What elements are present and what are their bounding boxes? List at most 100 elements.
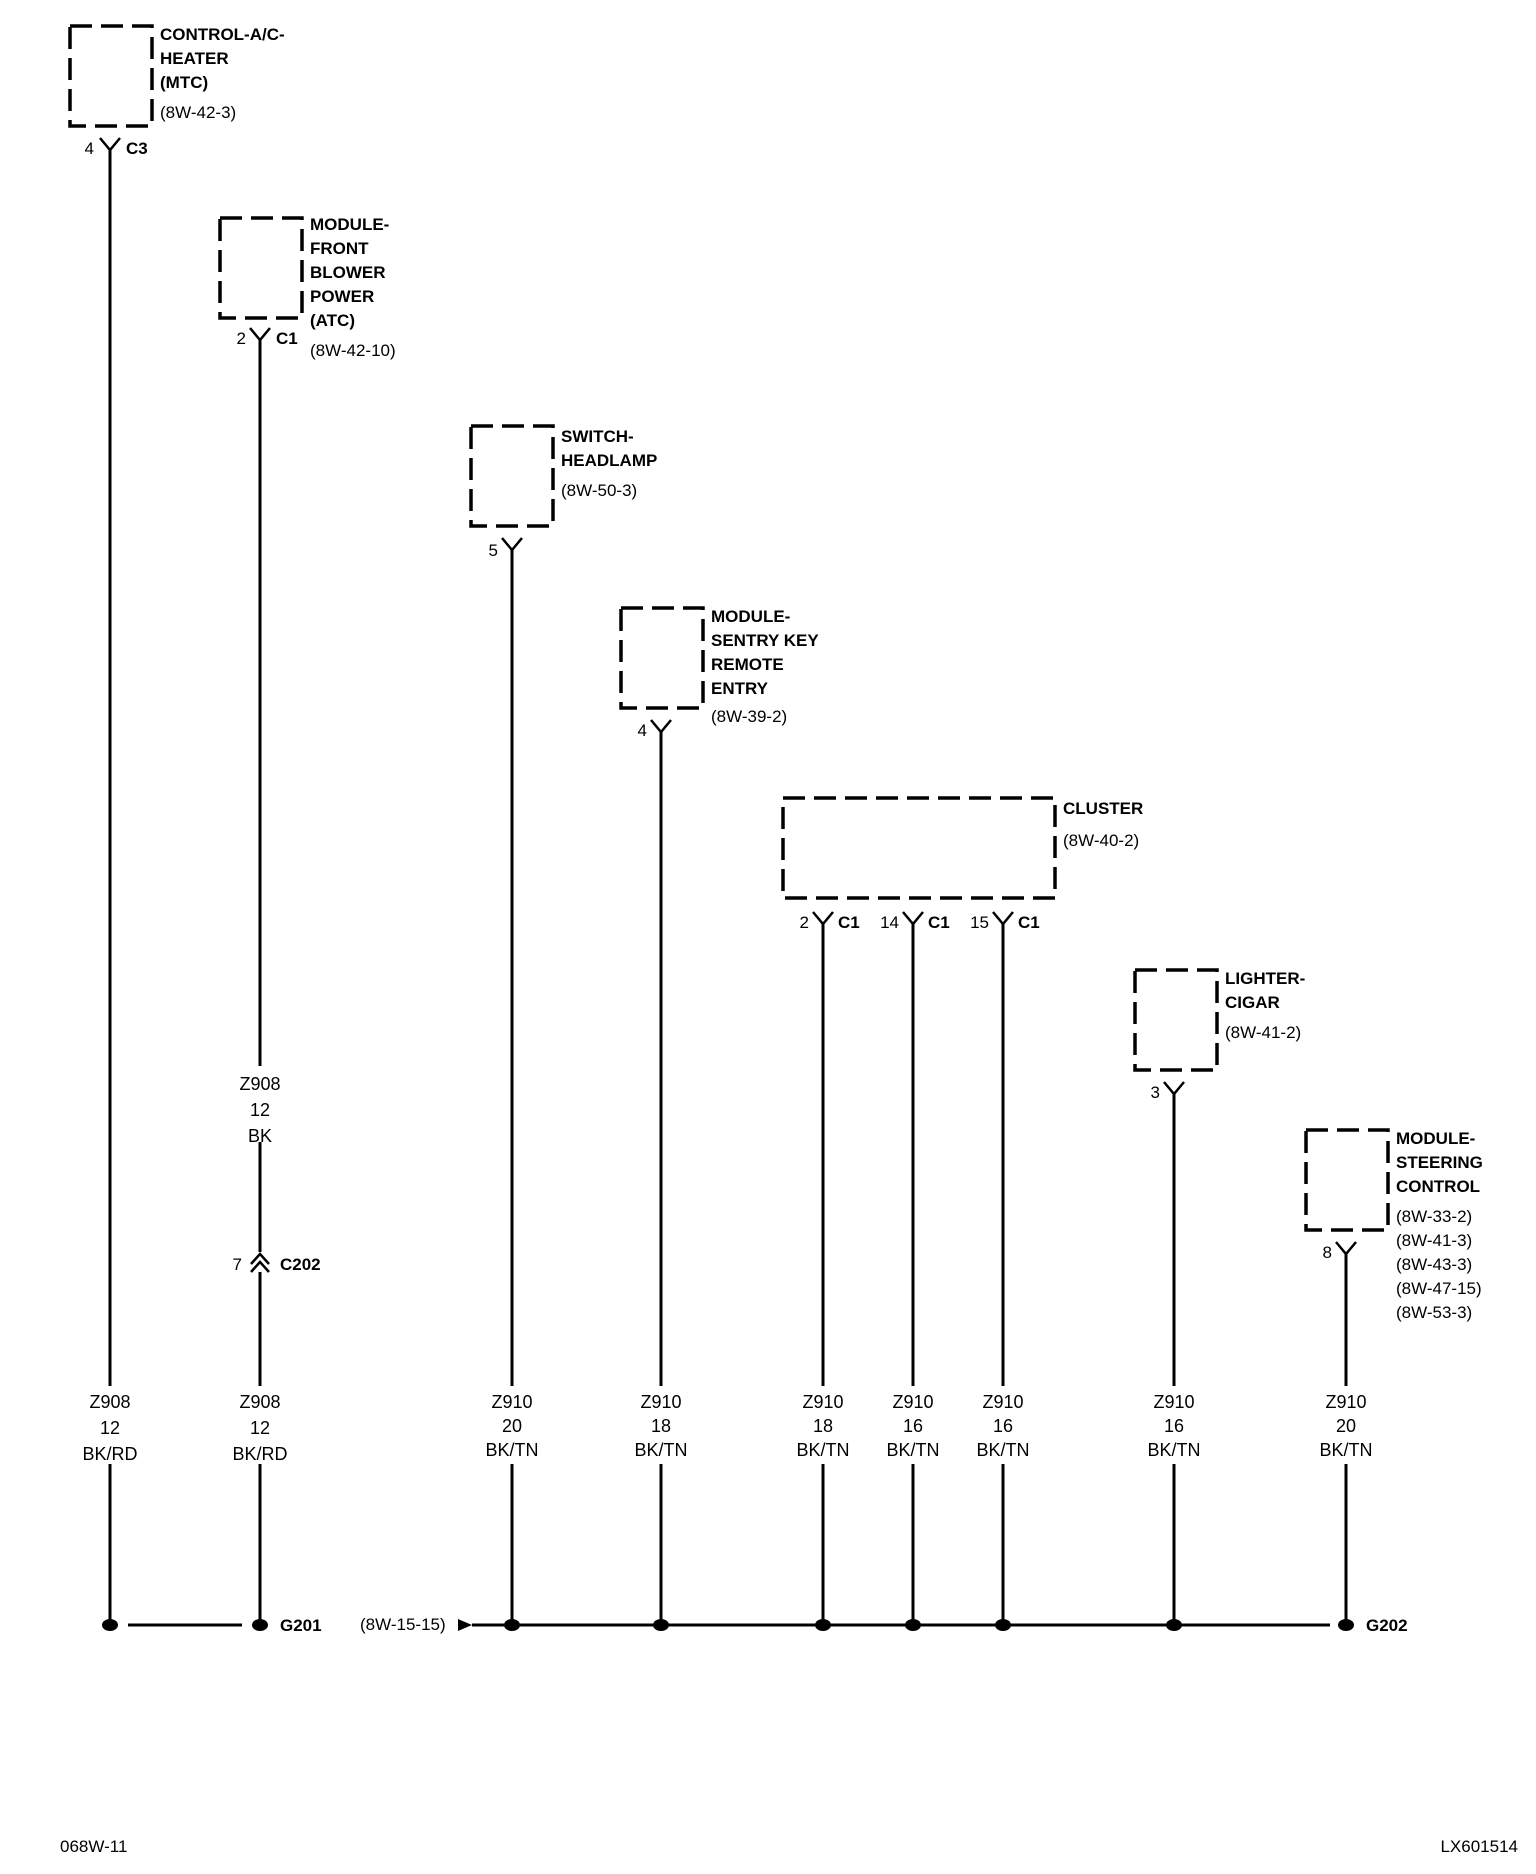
component-label: SENTRY KEY	[711, 631, 819, 650]
inline-connector-c202[interactable]: 7 C202	[233, 1252, 321, 1274]
connector-name: C1	[1018, 913, 1040, 932]
wire-color: BK/RD	[232, 1444, 287, 1464]
component-label: STEERING	[1396, 1153, 1483, 1172]
component-cluster[interactable]: CLUSTER (8W-40-2)	[781, 796, 1143, 900]
pin-number: 7	[233, 1255, 242, 1274]
ground-label-g202: G202	[1366, 1616, 1408, 1635]
wire-gauge: 12	[250, 1418, 270, 1438]
wire-color: BK/TN	[485, 1440, 538, 1460]
splice-dot	[815, 1619, 831, 1631]
wire-color: BK	[248, 1126, 272, 1146]
component-box	[218, 216, 304, 320]
component-label: MODULE-	[711, 607, 790, 626]
wire-circuit: Z908	[239, 1074, 280, 1094]
wire-gauge: 18	[813, 1416, 833, 1436]
splice-dot	[653, 1619, 669, 1631]
wire-circuit: Z910	[802, 1392, 843, 1412]
wire-circuit: Z910	[1325, 1392, 1366, 1412]
footer-figure-id: LX601514	[1440, 1837, 1518, 1856]
wire-color: BK/TN	[1147, 1440, 1200, 1460]
ground-reference[interactable]: (8W-15-15)	[360, 1615, 446, 1634]
connector-name: C202	[280, 1255, 321, 1274]
component-box	[469, 424, 555, 528]
component-lighter-cigar[interactable]: LIGHTER- CIGAR (8W-41-2)	[1133, 968, 1305, 1072]
component-label: LIGHTER-	[1225, 969, 1305, 988]
component-ref: (8W-47-15)	[1396, 1279, 1482, 1298]
pin-number: 14	[880, 913, 899, 932]
component-label: BLOWER	[310, 263, 386, 282]
wire-color: BK/RD	[82, 1444, 137, 1464]
pin-number: 15	[970, 913, 989, 932]
component-label: CONTROL	[1396, 1177, 1480, 1196]
connector-name: C1	[928, 913, 950, 932]
wire-gauge: 20	[502, 1416, 522, 1436]
pin-number: 4	[85, 139, 94, 158]
component-label: MODULE-	[1396, 1129, 1475, 1148]
component-switch-headlamp[interactable]: SWITCH- HEADLAMP (8W-50-3)	[469, 424, 657, 528]
component-ref: (8W-42-10)	[310, 341, 396, 360]
splice-dot	[1338, 1619, 1354, 1631]
connector-pin-symbol	[501, 537, 523, 552]
connector-pin-symbol	[902, 911, 924, 926]
splice-dot	[1166, 1619, 1182, 1631]
wire-color: BK/TN	[886, 1440, 939, 1460]
inline-connector-symbol	[250, 1260, 270, 1273]
component-ref: (8W-41-2)	[1225, 1023, 1301, 1042]
component-label: CIGAR	[1225, 993, 1280, 1012]
component-module-sentry-key-remote-entry[interactable]: MODULE- SENTRY KEY REMOTE ENTRY (8W-39-2…	[619, 606, 819, 726]
wire-circuit: Z910	[892, 1392, 933, 1412]
connector-pin-symbol	[249, 327, 271, 342]
component-ref: (8W-50-3)	[561, 481, 637, 500]
component-label: SWITCH-	[561, 427, 634, 446]
wire-gauge: 16	[993, 1416, 1013, 1436]
connector-pin-symbol	[1335, 1241, 1357, 1256]
component-ref: (8W-40-2)	[1063, 831, 1139, 850]
arrow-right-icon	[458, 1619, 472, 1631]
component-ref: (8W-39-2)	[711, 707, 787, 726]
wire-gauge: 16	[903, 1416, 923, 1436]
connector-pin-symbol	[1163, 1081, 1185, 1096]
component-label: CONTROL-A/C-	[160, 25, 285, 44]
pin-number: 4	[638, 721, 647, 740]
component-module-steering-control[interactable]: MODULE- STEERING CONTROL (8W-33-2) (8W-4…	[1304, 1128, 1483, 1322]
component-control-ac-heater[interactable]: CONTROL-A/C- HEATER (MTC) (8W-42-3)	[68, 24, 285, 128]
inline-connector-symbol	[250, 1252, 270, 1265]
pin-number: 2	[800, 913, 809, 932]
component-ref: (8W-42-3)	[160, 103, 236, 122]
component-label: HEATER	[160, 49, 229, 68]
component-module-front-blower-power[interactable]: MODULE- FRONT BLOWER POWER (ATC) (8W-42-…	[218, 215, 396, 360]
wire-circuit: Z910	[491, 1392, 532, 1412]
pin-number: 3	[1151, 1083, 1160, 1102]
wire-circuit: Z910	[982, 1392, 1023, 1412]
component-label: MODULE-	[310, 215, 389, 234]
component-ref: (8W-43-3)	[1396, 1255, 1472, 1274]
component-box	[781, 796, 1057, 900]
pin-number: 5	[489, 541, 498, 560]
component-box	[1133, 968, 1219, 1072]
splice-dot	[252, 1619, 268, 1631]
component-ref: (8W-33-2)	[1396, 1207, 1472, 1226]
component-ref: (8W-53-3)	[1396, 1303, 1472, 1322]
wire-gauge: 12	[100, 1418, 120, 1438]
splice-dot	[102, 1619, 118, 1631]
wire-color: BK/TN	[976, 1440, 1029, 1460]
component-label: REMOTE	[711, 655, 784, 674]
pin-number: 2	[237, 329, 246, 348]
wire-circuit: Z908	[239, 1392, 280, 1412]
component-ref: (8W-41-3)	[1396, 1231, 1472, 1250]
component-label: POWER	[310, 287, 374, 306]
connector-pin-symbol	[992, 911, 1014, 926]
connector-name: C1	[276, 329, 298, 348]
connector-pin-symbol	[812, 911, 834, 926]
pin-number: 8	[1323, 1243, 1332, 1262]
component-label: (MTC)	[160, 73, 208, 92]
wire-gauge: 20	[1336, 1416, 1356, 1436]
wire-circuit: Z908	[89, 1392, 130, 1412]
connector-name: C1	[838, 913, 860, 932]
connector-pin-symbol	[650, 719, 672, 734]
component-label: (ATC)	[310, 311, 355, 330]
splice-dot	[504, 1619, 520, 1631]
wire-color: BK/TN	[796, 1440, 849, 1460]
splice-dot	[905, 1619, 921, 1631]
